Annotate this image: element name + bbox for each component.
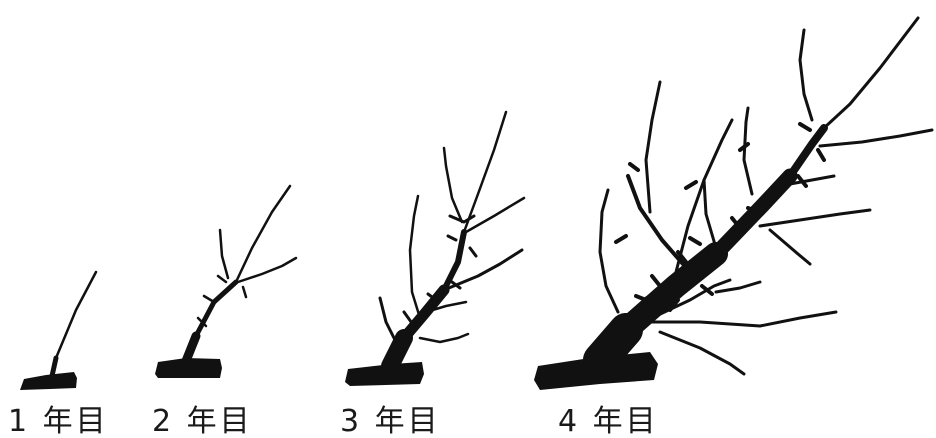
main-branch	[181, 331, 201, 366]
spur	[196, 274, 248, 328]
stage-label-year-4: 4 年目	[558, 404, 659, 438]
branch-year-2	[155, 184, 298, 378]
shoot	[424, 300, 468, 314]
main-branch	[786, 124, 828, 180]
main-branch	[193, 279, 239, 339]
shoot	[442, 248, 524, 292]
shoot	[49, 355, 59, 379]
main-branch	[398, 284, 450, 344]
branch-year-4	[534, 16, 934, 390]
shoot	[418, 332, 470, 344]
shoot	[822, 16, 920, 130]
shoot	[702, 178, 718, 250]
shoot	[442, 146, 464, 224]
cutting-stem	[20, 372, 77, 390]
main-branch	[614, 242, 728, 342]
shoot	[644, 80, 662, 214]
shoot	[234, 184, 292, 284]
shoot	[378, 296, 400, 348]
shoot	[714, 280, 762, 294]
shoot	[758, 208, 872, 228]
shoot	[818, 128, 934, 148]
shoot	[768, 228, 812, 266]
spur	[614, 122, 826, 312]
main-branch	[708, 168, 798, 262]
shoot	[788, 174, 836, 186]
shoot	[798, 28, 814, 122]
shoot	[218, 228, 230, 280]
branch-year-1	[20, 270, 98, 390]
main-branch	[441, 229, 467, 293]
shoot	[408, 194, 422, 320]
stage-label-year-3: 3 年目	[340, 404, 441, 438]
shoot	[648, 310, 838, 328]
spur	[402, 214, 478, 328]
shoot	[236, 256, 298, 284]
shoot	[598, 188, 620, 314]
shoot	[54, 270, 98, 360]
shoot	[658, 330, 746, 376]
stage-label-year-1: 1 年目	[8, 404, 109, 438]
branch-year-3	[345, 110, 526, 386]
shoot	[674, 118, 734, 274]
shoot	[626, 174, 692, 274]
stage-label-year-2: 2 年目	[152, 404, 253, 438]
shoot	[462, 110, 508, 234]
cutting-stem	[155, 358, 222, 378]
shoot	[464, 196, 526, 234]
cutting-stem	[345, 362, 424, 386]
shoot	[742, 106, 754, 196]
